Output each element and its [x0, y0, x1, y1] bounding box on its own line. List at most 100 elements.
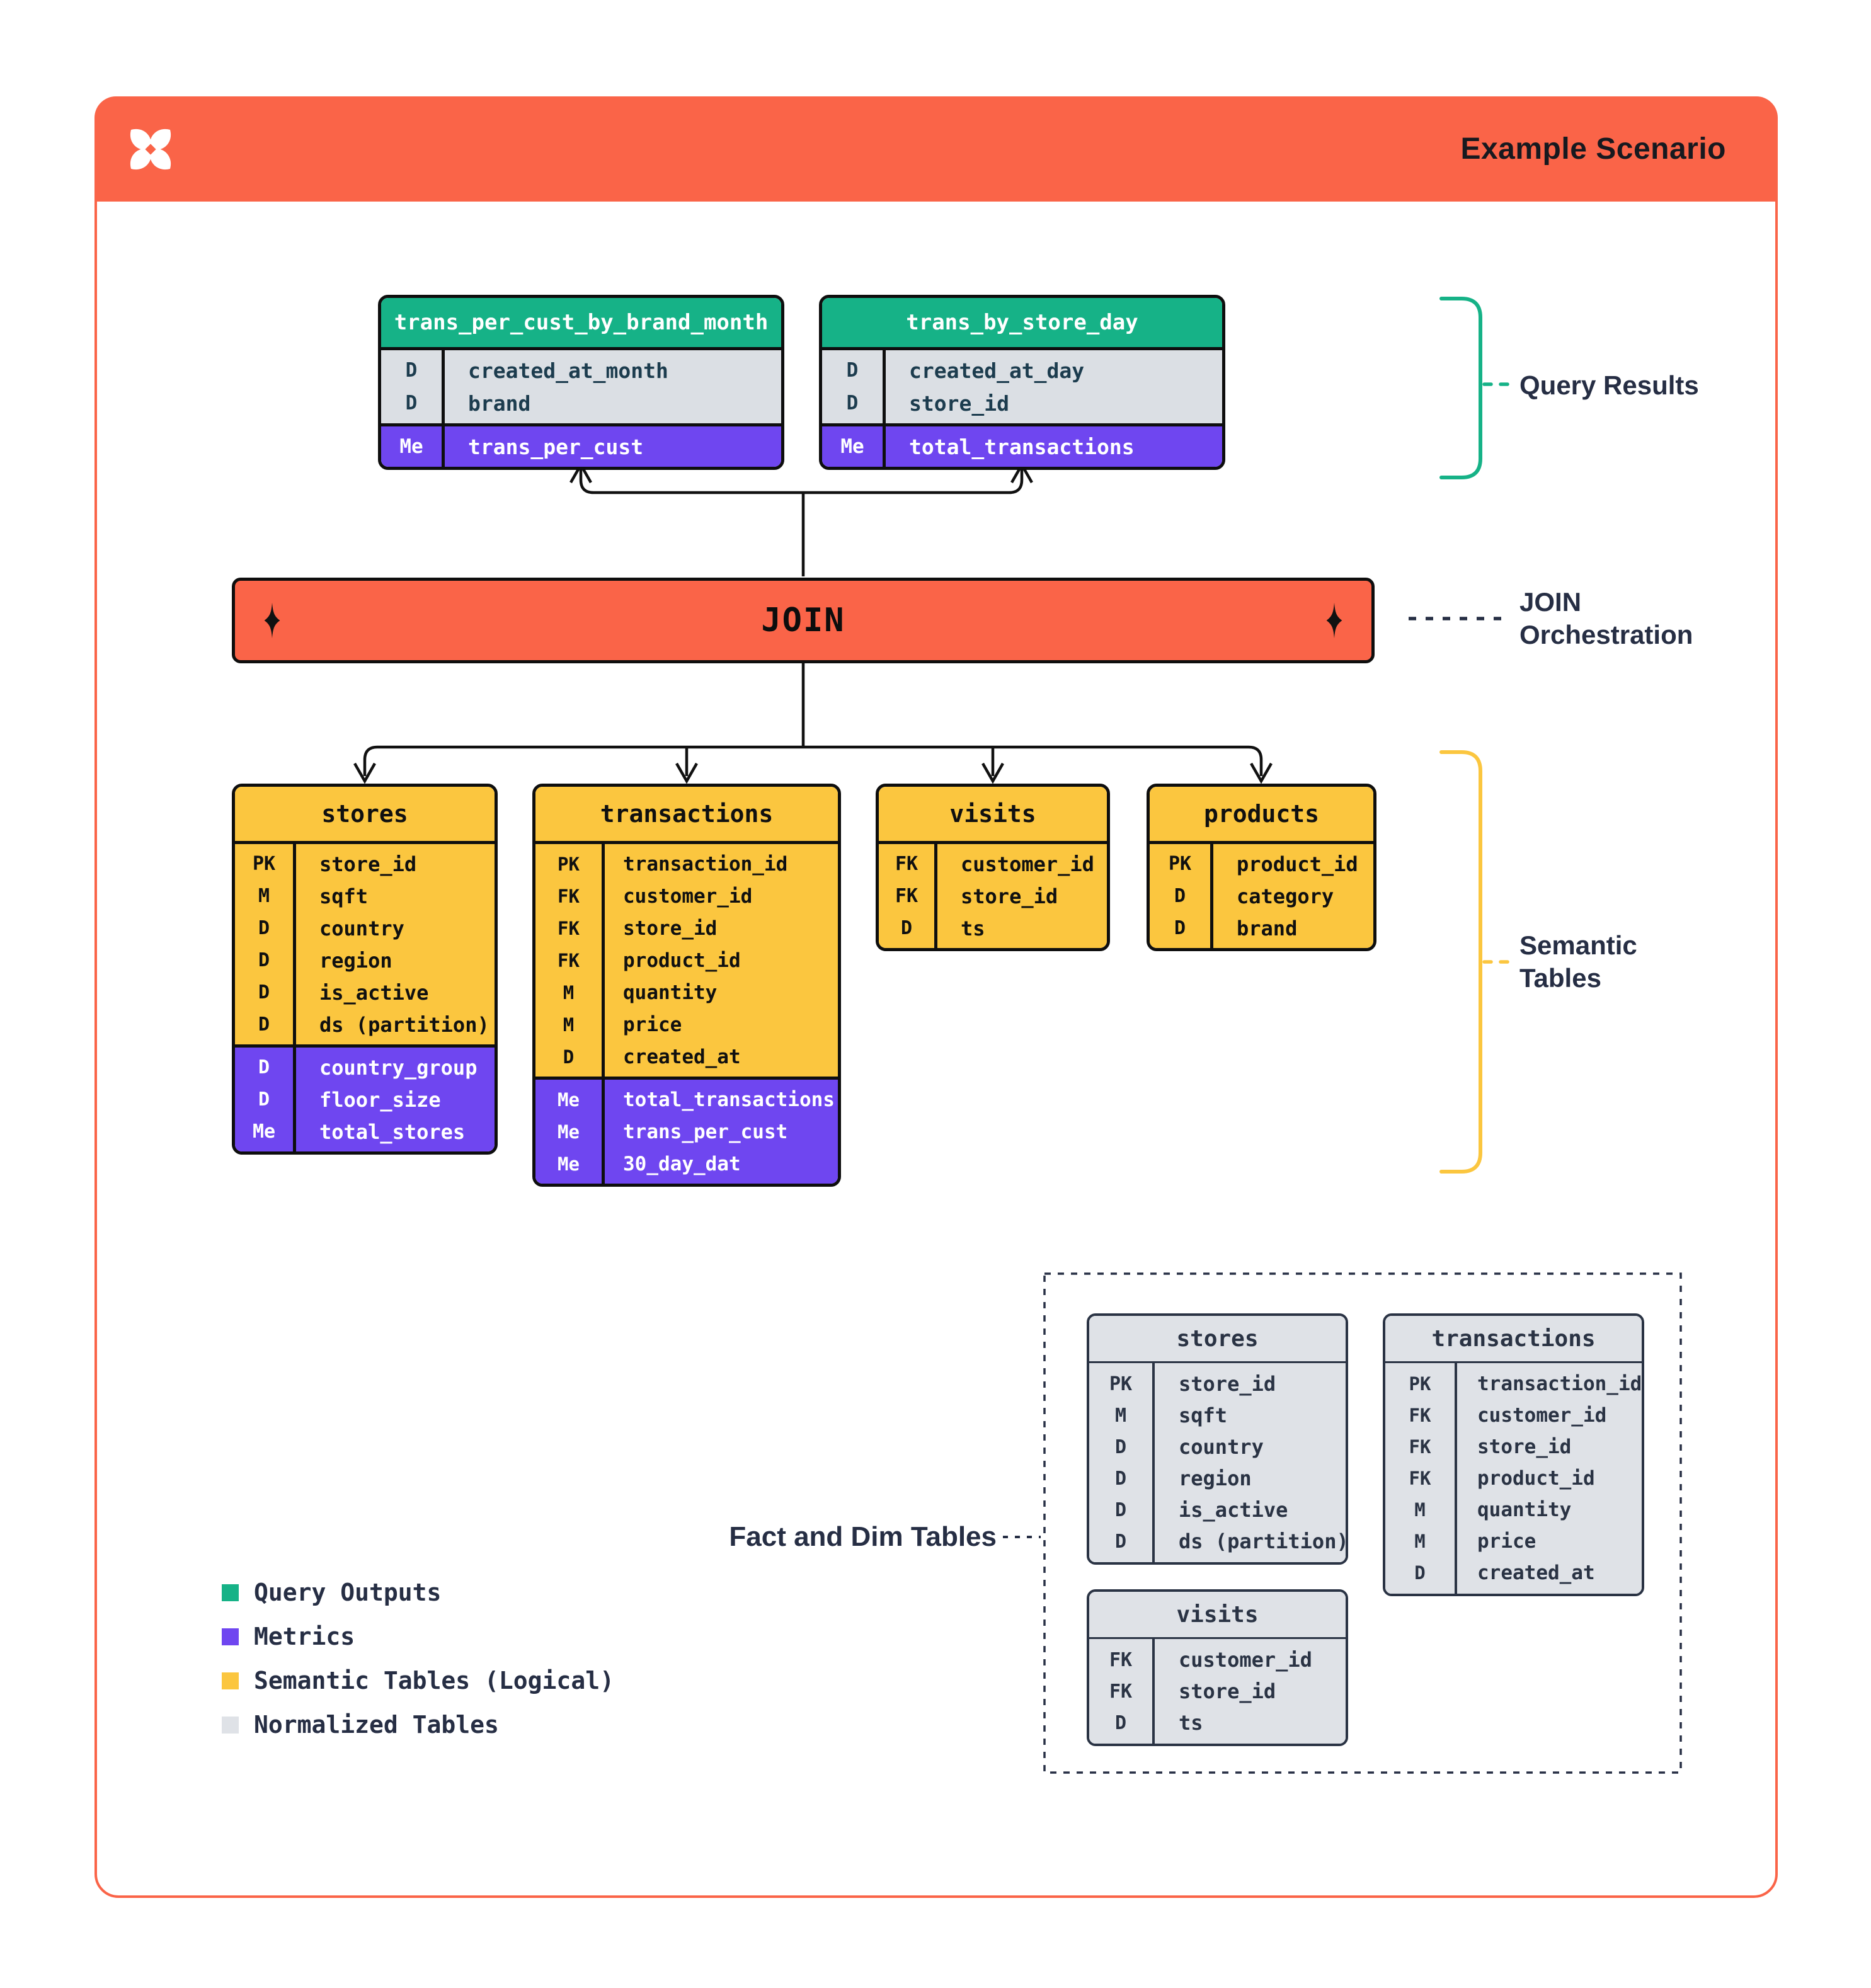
key-column-divider [1210, 844, 1213, 948]
column-name: country_group [319, 1055, 478, 1080]
column-key: FK [1409, 1436, 1431, 1458]
column-name: 30_day_dat [623, 1152, 741, 1175]
column-key: D [405, 392, 418, 414]
table-title-text: trans_by_store_day [906, 310, 1138, 335]
table-row: FK product_id [1385, 1463, 1642, 1494]
key-column-divider [934, 844, 937, 948]
table-title-text: transactions [600, 800, 774, 828]
column-key: D [258, 917, 270, 939]
legend-swatch [222, 1628, 239, 1645]
legend-label: Query Outputs [254, 1579, 442, 1606]
column-name: store_id [319, 852, 417, 876]
table-title: products [1150, 787, 1373, 841]
table-title-text: stores [1176, 1325, 1259, 1352]
column-key: FK [1409, 1468, 1431, 1489]
column-name: product_id [1237, 852, 1358, 876]
column-name: trans_per_cust [623, 1120, 788, 1143]
dagster-logo-icon [130, 129, 171, 169]
column-key: PK [558, 853, 580, 875]
column-name: product_id [623, 949, 741, 972]
column-key: D [405, 359, 418, 382]
table-row: FK store_id [535, 912, 838, 944]
column-name: price [1477, 1530, 1536, 1553]
column-key: FK [558, 917, 580, 939]
join-orchestration-bar: JOIN [232, 578, 1375, 663]
column-key: Me [558, 1088, 580, 1111]
column-name: country [1179, 1435, 1264, 1459]
column-key: Me [399, 435, 423, 458]
column-name: total_stores [319, 1119, 466, 1144]
column-key: M [563, 981, 575, 1003]
column-key: FK [895, 885, 918, 907]
column-name: store_id [1477, 1436, 1572, 1458]
column-name: customer_id [1179, 1648, 1312, 1672]
table-section: Me trans_per_cust [381, 423, 781, 467]
column-key: PK [1109, 1373, 1133, 1395]
column-name: product_id [1477, 1467, 1595, 1490]
column-key: D [846, 359, 859, 382]
column-key: FK [558, 885, 580, 907]
column-key: D [258, 949, 270, 971]
legend-swatch [222, 1672, 239, 1689]
table-row: PK store_id [1089, 1368, 1346, 1400]
column-key: FK [1409, 1405, 1431, 1426]
column-key: D [1414, 1562, 1426, 1584]
column-name: country [319, 916, 404, 940]
column-name: created_at [1477, 1562, 1595, 1584]
annotation-line: Orchestration [1519, 620, 1693, 649]
column-key: M [1114, 1404, 1127, 1427]
annotation-query-results: Query Results [1519, 370, 1699, 400]
key-column-divider [602, 844, 605, 1077]
column-name: store_id [1179, 1372, 1276, 1396]
column-name: trans_per_cust [468, 434, 644, 459]
column-key: M [563, 1014, 575, 1036]
column-name: price [623, 1013, 682, 1036]
key-column-divider [442, 350, 445, 423]
table-title-text: visits [949, 800, 1036, 828]
column-name: store_id [909, 391, 1009, 416]
sparkle-diamond-icon [1326, 602, 1342, 639]
table-row: FK store_id [879, 880, 1107, 912]
column-name: quantity [1477, 1499, 1572, 1521]
column-key: D [1174, 917, 1186, 939]
column-name: created_at_day [909, 358, 1085, 383]
column-name: store_id [961, 884, 1058, 908]
column-key: M [1414, 1499, 1426, 1521]
column-name: store_id [623, 917, 718, 940]
annotation-semantic-tables: Semantic Tables [1519, 929, 1637, 995]
column-name: region [1179, 1466, 1252, 1490]
column-key: FK [558, 949, 580, 971]
column-key: D [258, 1014, 270, 1036]
table-title: transactions [535, 787, 838, 841]
column-name: sqft [319, 884, 369, 908]
column-key: D [1114, 1436, 1127, 1458]
table-title: visits [1089, 1592, 1346, 1637]
column-name: brand [1237, 916, 1298, 940]
